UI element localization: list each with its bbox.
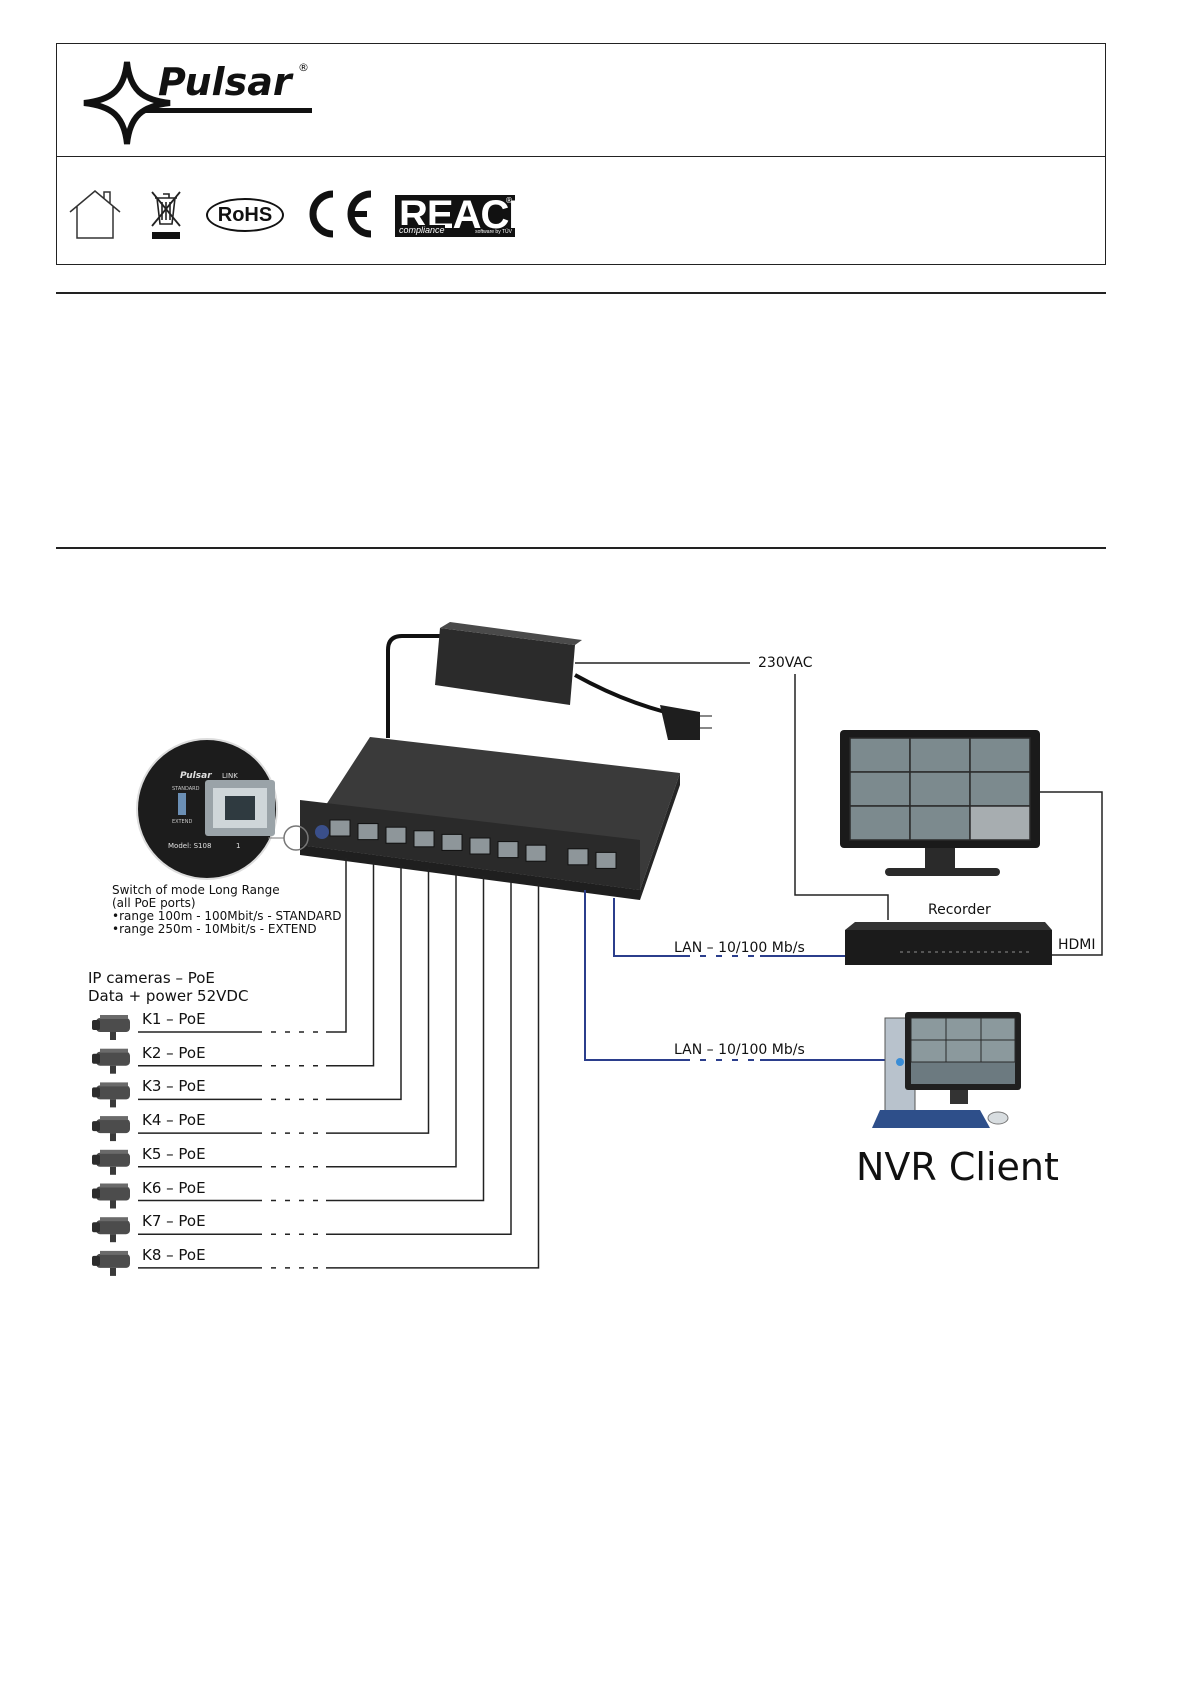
switch-port [441, 833, 463, 851]
cameras-title: IP cameras – PoE Data + power 52VDC [88, 969, 248, 1005]
ip-camera-icon [92, 1082, 130, 1108]
camera-wire [138, 868, 430, 1134]
camera-label: K3 – PoE [142, 1077, 206, 1096]
cameras-title-line-2: Data + power 52VDC [88, 987, 249, 1005]
brand-name: Pulsar [158, 60, 292, 104]
reach-badge: REACH compliance software by TÜV ® [395, 195, 537, 237]
switch-port [329, 819, 351, 837]
logo-underline [144, 108, 312, 113]
ip-camera-icon [92, 1149, 130, 1175]
switch-port [497, 841, 519, 859]
switch-port [385, 826, 407, 844]
reach-registered-mark: ® [505, 196, 513, 205]
camera-label: K2 – PoE [142, 1043, 206, 1062]
pulsar-star-icon [83, 61, 171, 145]
power-adapter [386, 622, 712, 740]
inset-model: Model: S108 [168, 842, 211, 850]
recorder-label: Recorder [928, 902, 991, 918]
mode-switch-inset [136, 738, 309, 880]
ce-mark [305, 188, 377, 240]
inset-port-number: 1 [236, 842, 240, 850]
camera-label: K5 – PoE [142, 1144, 206, 1163]
nvr-client-label: NVR Client [856, 1145, 1059, 1189]
camera-wire [138, 861, 375, 1067]
ip-camera-icon [92, 1183, 130, 1209]
camera-wires [138, 858, 540, 1270]
camera-wire [138, 865, 402, 1101]
monitor [840, 730, 1040, 876]
inset-link: LINK [222, 772, 238, 780]
camera-label: K4 – PoE [142, 1111, 206, 1130]
ip-camera-icon [92, 1048, 130, 1074]
ip-camera-icon [92, 1250, 130, 1276]
header-divider [57, 156, 1105, 157]
inset-standard: STANDARD [172, 786, 200, 792]
poe-switch [300, 737, 680, 900]
ip-camera-icon [92, 1116, 130, 1142]
switch-port [469, 837, 491, 855]
camera-label: K8 – PoE [142, 1245, 206, 1264]
camera-wire [138, 858, 347, 1033]
lan-label-recorder: LAN – 10/100 Mb/s [674, 940, 805, 956]
ip-camera-icon [92, 1217, 130, 1243]
camera-wire [138, 883, 540, 1269]
switch-note-line-3: •range 100m - 100Mbit/s - STANDARD [112, 909, 342, 923]
switch-port [413, 830, 435, 848]
weee-bin-icon [146, 188, 186, 242]
camera-wire [138, 876, 485, 1202]
switch-port [595, 851, 617, 869]
camera-icons [92, 1015, 130, 1276]
mid-rule [56, 547, 1106, 549]
lan-label-nvr: LAN – 10/100 Mb/s [674, 1042, 805, 1058]
top-rule [56, 292, 1106, 294]
switch-port [357, 823, 379, 841]
switch-note-line-4: •range 250m - 10Mbit/s - EXTEND [112, 922, 317, 936]
recorder-power-line [794, 674, 889, 920]
lan-line-recorder [613, 898, 845, 957]
inset-brand: Pulsar [180, 771, 212, 781]
ip-camera-icon [92, 1015, 130, 1040]
reach-small-text: software by TÜV [475, 229, 512, 235]
house-icon [66, 188, 124, 240]
header-box [56, 43, 1106, 265]
rohs-text: RoHS [217, 203, 273, 226]
registered-mark: ® [298, 61, 309, 74]
switch-note-line-1: Switch of mode Long Range [112, 883, 280, 897]
pulsar-logo: Pulsar ® [82, 60, 312, 146]
reach-compliance-text: compliance [399, 225, 445, 235]
switch-note-line-2: (all PoE ports) [112, 896, 196, 910]
switch-mode-note: Switch of mode Long Range (all PoE ports… [112, 884, 342, 936]
lan-line-nvr [584, 890, 886, 1061]
inset-extend: EXTEND [172, 819, 192, 825]
camera-label: K6 – PoE [142, 1178, 206, 1197]
camera-label: K1 – PoE [142, 1010, 206, 1028]
recorder-device [845, 922, 1052, 965]
nvr-workstation [872, 1012, 1021, 1128]
switch-port [525, 844, 547, 862]
switch-port [567, 848, 589, 866]
hdmi-line [1035, 791, 1103, 956]
camera-wire [138, 872, 457, 1168]
switch-ports [329, 819, 617, 869]
cameras-title-line-1: IP cameras – PoE [88, 969, 215, 987]
camera-label: K7 – PoE [142, 1212, 206, 1231]
mode-switch-knob [315, 825, 329, 839]
hdmi-label: HDMI [1058, 937, 1096, 953]
rohs-badge: RoHS [206, 198, 284, 232]
power-label: 230VAC [758, 655, 813, 671]
